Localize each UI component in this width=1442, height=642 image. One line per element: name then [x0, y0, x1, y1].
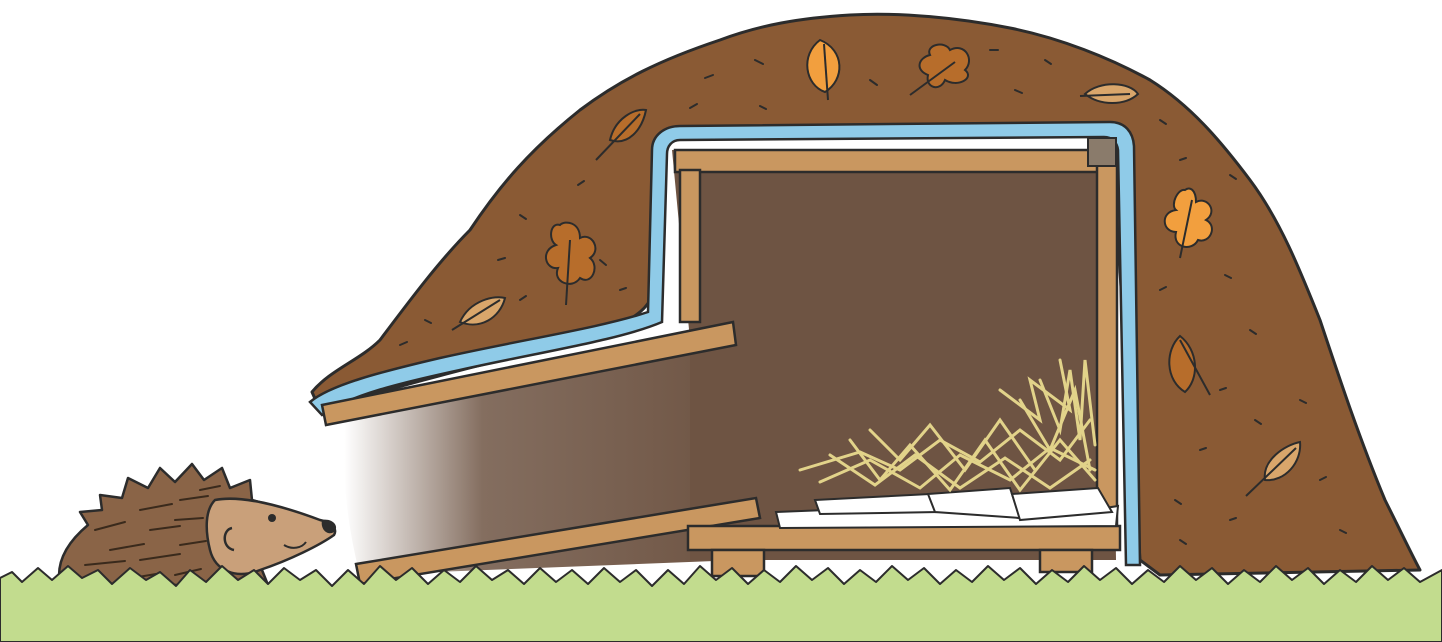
right-wall-plank — [1097, 165, 1117, 525]
floor-leg-left — [712, 550, 764, 576]
roof-plank — [675, 150, 1115, 172]
hedgehog-eye — [268, 514, 276, 522]
grass — [0, 566, 1442, 642]
floor-plank — [688, 526, 1120, 550]
hinge — [1088, 138, 1116, 166]
left-wall-plank — [680, 170, 700, 322]
hedgehog — [59, 464, 336, 585]
